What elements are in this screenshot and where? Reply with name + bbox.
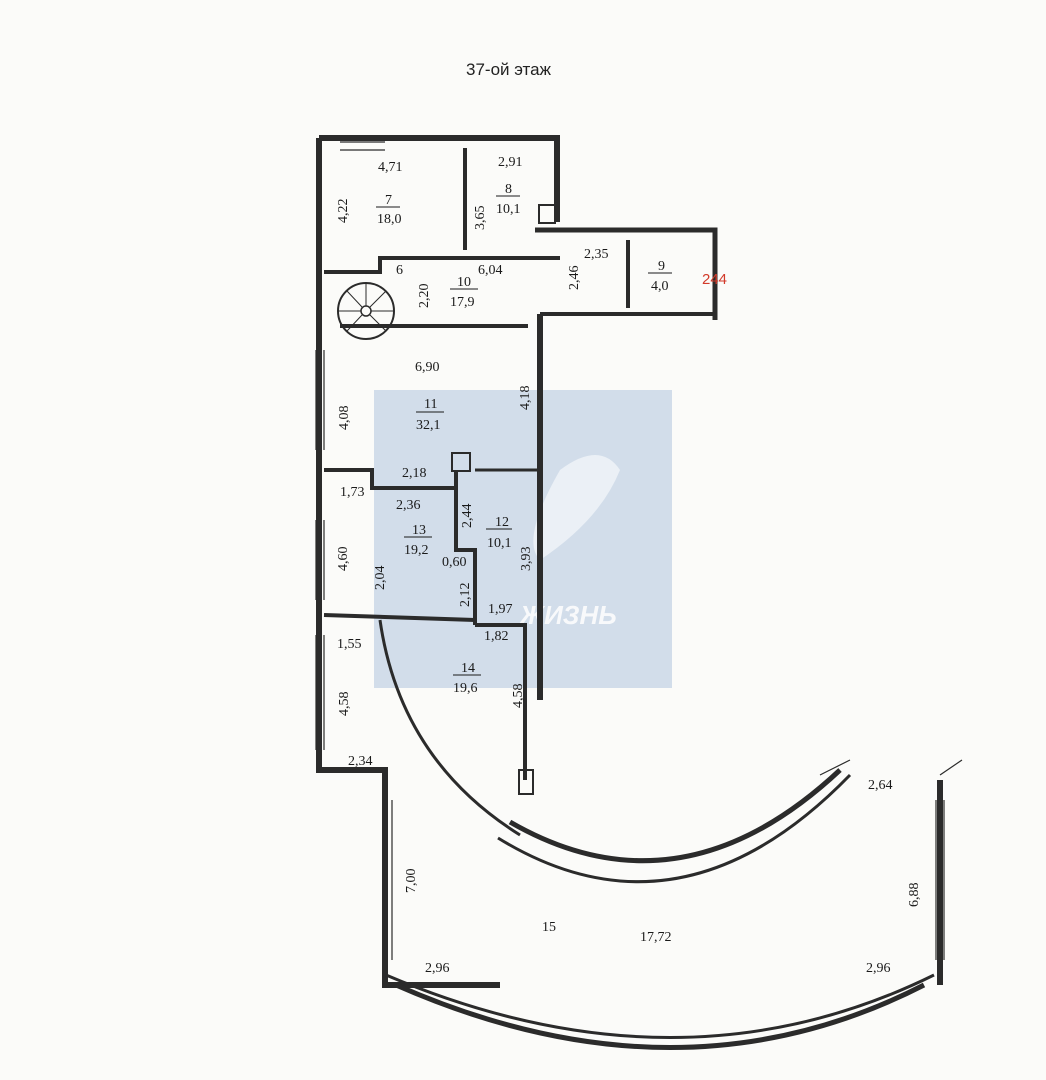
dimension-label: 2,34 <box>348 754 373 769</box>
walls <box>315 135 963 1050</box>
room-area: 4,0 <box>651 279 669 294</box>
room-area: 10,1 <box>496 202 521 217</box>
room-number: 7 <box>385 193 392 208</box>
room-number: 12 <box>495 515 509 530</box>
room-number: 13 <box>412 523 426 538</box>
dimension-label: 1,82 <box>484 629 509 644</box>
room-number: 6 <box>396 263 403 278</box>
room-area: 17,72 <box>640 930 672 945</box>
dimension-label: 1,97 <box>488 602 513 617</box>
dimension-label: 2,04 <box>373 566 388 591</box>
dimension-label: 2,36 <box>396 498 421 513</box>
dimension-label: 4,18 <box>518 386 533 411</box>
apartment-number: 244 <box>702 271 727 288</box>
dimension-label: 2,91 <box>498 155 523 170</box>
room-area: 19,2 <box>404 543 429 558</box>
dimension-label: 7,00 <box>404 869 419 894</box>
room-number: 8 <box>505 182 512 197</box>
room-area: 17,9 <box>450 295 475 310</box>
dimension-label: 6,88 <box>907 883 922 908</box>
dimension-label: 4,08 <box>337 406 352 431</box>
dimension-label: 2,44 <box>460 504 475 529</box>
room-number: 10 <box>457 275 471 290</box>
room-area: 10,1 <box>487 536 512 551</box>
room-area: 32,1 <box>416 418 441 433</box>
dimension-label: 1,55 <box>337 637 362 652</box>
dimension-label: 2,46 <box>567 266 582 291</box>
dimension-label: 4,58 <box>511 684 526 709</box>
room-area: 19,6 <box>453 681 478 696</box>
dimension-label: 6,04 <box>478 263 503 278</box>
watermark-text: ЖИЗНЬ <box>518 600 617 630</box>
dimension-label: 4,60 <box>336 547 351 572</box>
room-number: 9 <box>658 259 665 274</box>
dimension-label: 2,18 <box>402 466 427 481</box>
dimension-label: 4,22 <box>336 199 351 224</box>
dimension-label: 2,64 <box>868 778 893 793</box>
dimension-label: 3,65 <box>473 206 488 231</box>
dimension-label: 2,12 <box>458 583 473 608</box>
dimension-label: 1,73 <box>340 485 365 500</box>
dimension-label: 2,96 <box>866 961 891 976</box>
dimension-label: 3,93 <box>519 547 534 572</box>
dimension-label: 4,71 <box>378 160 403 175</box>
dimension-label: 6,90 <box>415 360 440 375</box>
room-area: 18,0 <box>377 212 402 227</box>
dimension-label: 2,35 <box>584 247 609 262</box>
dimension-label: 2,20 <box>417 284 432 309</box>
room-number: 15 <box>542 920 556 935</box>
floor-title: 37-ой этаж <box>466 60 552 79</box>
dimension-label: 2,96 <box>425 961 450 976</box>
dimension-label: 4,58 <box>337 692 352 717</box>
room-number: 14 <box>461 661 475 676</box>
room-number: 11 <box>424 397 437 412</box>
dimension-label: 0,60 <box>442 555 467 570</box>
